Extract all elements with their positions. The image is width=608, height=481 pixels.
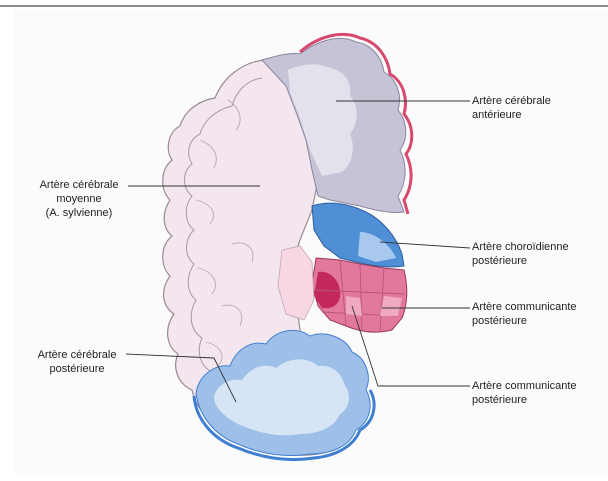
label-anterieure-line2: antérieure: [472, 108, 551, 122]
label-communicante2-line1: Artère communicante: [472, 379, 577, 393]
label-arterie-communicante-posterieure-2: Artère communicante postérieure: [472, 379, 577, 407]
label-arterie-communicante-posterieure-1: Artère communicante postérieure: [472, 300, 577, 328]
label-choroidienne-line2: postérieure: [472, 254, 569, 268]
label-posterieure-line2: postérieure: [28, 362, 126, 376]
label-posterieure-line1: Artère cérébrale: [28, 348, 126, 362]
label-arterie-cerebrale-moyenne: Artère cérébrale moyenne (A. sylvienne): [30, 178, 128, 220]
label-moyenne-line3: (A. sylvienne): [30, 206, 128, 220]
label-communicante1-line1: Artère communicante: [472, 300, 577, 314]
label-moyenne-line2: moyenne: [30, 192, 128, 206]
label-choroidienne-line1: Artère choroïdienne: [472, 240, 569, 254]
label-moyenne-line1: Artère cérébrale: [30, 178, 128, 192]
label-arterie-choroidienne-posterieure: Artère choroïdienne postérieure: [472, 240, 569, 268]
label-communicante1-line2: postérieure: [472, 314, 577, 328]
label-arterie-cerebrale-posterieure: Artère cérébrale postérieure: [28, 348, 126, 376]
label-arterie-cerebrale-anterieure: Artère cérébrale antérieure: [472, 94, 551, 122]
label-anterieure-line1: Artère cérébrale: [472, 94, 551, 108]
label-communicante2-line2: postérieure: [472, 393, 577, 407]
